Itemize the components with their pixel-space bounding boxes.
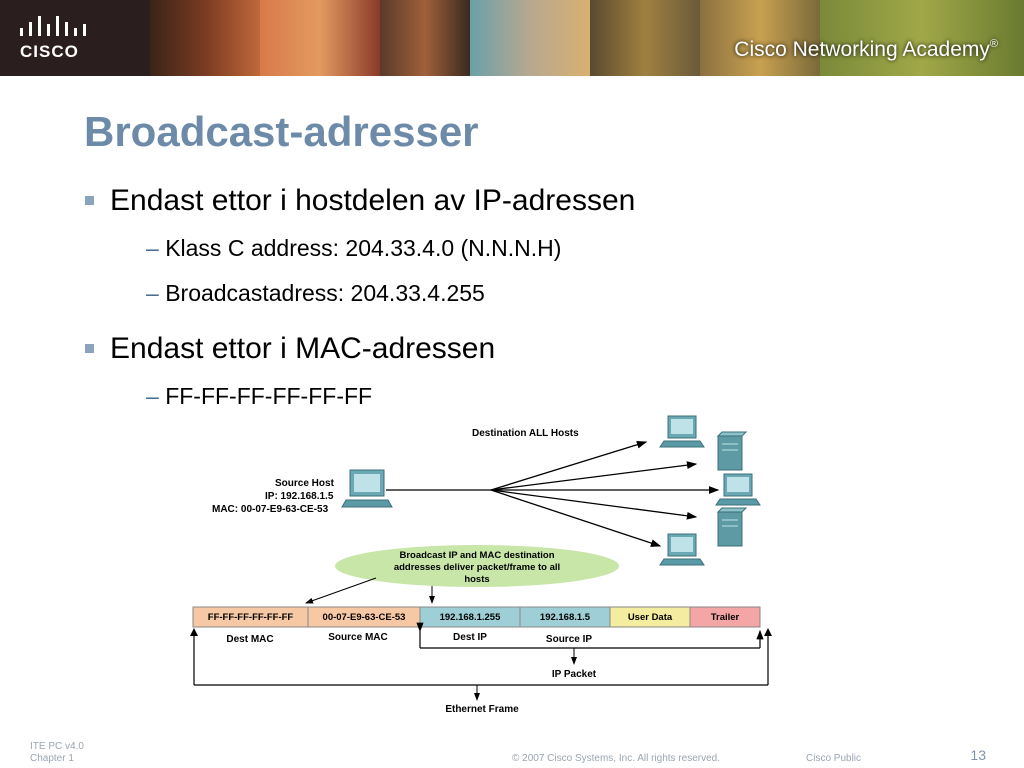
footer-classification: Cisco Public: [806, 753, 862, 764]
ip-packet-label: IP Packet: [552, 669, 597, 680]
sub-bullet-1-2: – Broadcastadress: 204.33.4.255: [146, 280, 485, 306]
broadcast-diagram: Destination ALL Hosts Source Host IP: 19…: [190, 415, 772, 715]
frame-cell-dest-mac: FF-FF-FF-FF-FF-FF: [208, 612, 294, 623]
banner-photo-3: [380, 0, 470, 76]
frame-cell-user-data: User Data: [628, 612, 673, 623]
callout-line-2: addresses deliver packet/frame to all: [394, 562, 560, 573]
page-number: 13: [970, 747, 986, 763]
dest-mac-label: Dest MAC: [226, 634, 273, 645]
banner-photo-5: [590, 0, 700, 76]
dest-ip-label: Dest IP: [453, 632, 487, 643]
bullet-1: Endast ettor i hostdelen av IP-adressen: [110, 184, 636, 217]
frame-cell-trailer: Trailer: [711, 612, 740, 623]
sub-bullet-1-1: – Klass C address: 204.33.4.0 (N.N.N.H): [146, 235, 562, 261]
callout-line-3: hosts: [464, 574, 489, 585]
frame-cell-source-ip: 192.168.1.5: [540, 612, 591, 623]
frame-cell-dest-ip: 192.168.1.255: [440, 612, 501, 623]
source-ip-field-label: Source IP: [546, 634, 592, 645]
bullet-2: Endast ettor i MAC-adressen: [110, 332, 496, 365]
footer-course: ITE PC v4.0: [30, 741, 84, 752]
source-mac-field-label: Source MAC: [328, 632, 387, 643]
bullet-marker-2: [85, 344, 94, 353]
sub-bullet-2-1: – FF-FF-FF-FF-FF-FF: [146, 383, 373, 409]
footer-copyright: © 2007 Cisco Systems, Inc. All rights re…: [512, 753, 721, 764]
destination-computer-icon: [659, 533, 705, 566]
slide-title: Broadcast-adresser: [84, 108, 479, 155]
banner-photo-7: [820, 0, 1024, 76]
source-host-label: Source Host: [275, 478, 335, 489]
banner-photo-6: [700, 0, 820, 76]
cisco-wordmark: CISCO: [20, 42, 79, 61]
frame-cell-source-mac: 00-07-E9-63-CE-53: [323, 612, 406, 623]
destination-label: Destination ALL Hosts: [472, 428, 579, 439]
source-computer-icon: [341, 469, 393, 508]
cisco-bridge-icon: [20, 16, 86, 36]
banner-photo-2: [260, 0, 380, 76]
destination-server-icon: [716, 431, 748, 471]
cisco-logo: CISCO: [14, 12, 96, 64]
destination-server-icon: [716, 507, 748, 547]
ethernet-frame-label: Ethernet Frame: [445, 704, 519, 715]
callout-line-1: Broadcast IP and MAC destination: [399, 550, 554, 561]
source-ip-label: IP: 192.168.1.5: [265, 491, 334, 502]
banner-photo-4: [470, 0, 590, 76]
destination-computer-icon: [715, 473, 761, 506]
footer-chapter: Chapter 1: [30, 753, 74, 764]
source-mac-label: MAC: 00-07-E9-63-CE-53: [212, 504, 329, 515]
banner-photo-1: [150, 0, 260, 76]
header-banner: CISCO Cisco Networking Academy®: [0, 0, 1024, 76]
broadcast-callout: [335, 545, 619, 587]
bullet-marker-1: [85, 196, 94, 205]
destination-computer-icon: [659, 415, 705, 448]
academy-title: Cisco Networking Academy®: [734, 38, 998, 61]
